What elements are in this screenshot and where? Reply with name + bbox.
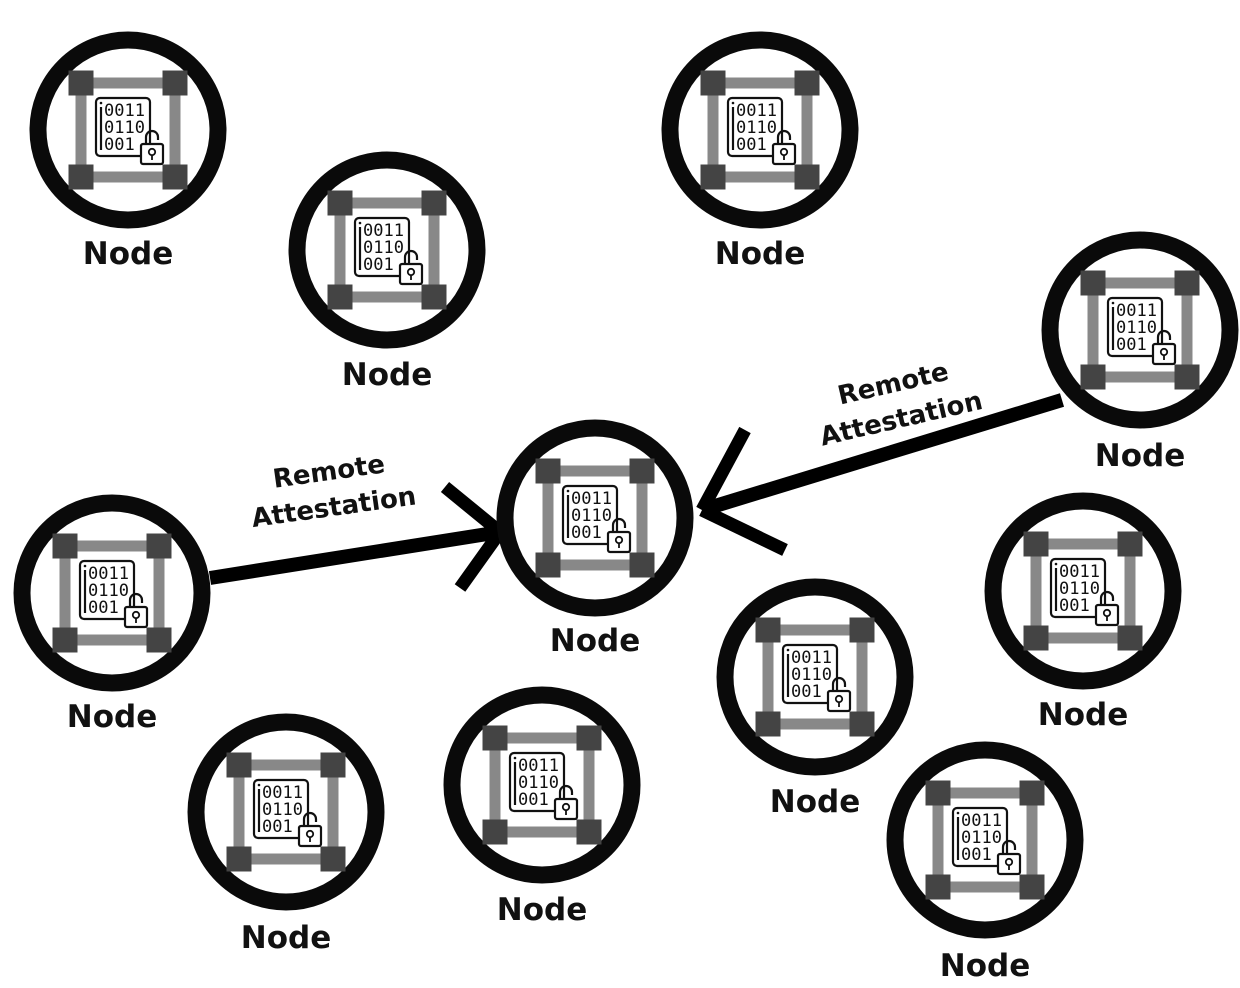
node-label: Node (1038, 697, 1128, 733)
bits-text: 0110 (961, 828, 1002, 848)
bits-text: 0011 (262, 783, 303, 803)
node-frame-icon (52, 533, 172, 653)
bits-text: 001 (262, 817, 293, 837)
arrowhead-arm (696, 426, 751, 514)
node-frame-icon (925, 780, 1045, 900)
bits-text: 001 (104, 135, 135, 155)
bits-text: 0110 (1059, 579, 1100, 599)
unlocked-padlock-icon (398, 249, 424, 286)
node-label: Node (940, 948, 1030, 984)
unlocked-padlock-icon (553, 784, 579, 821)
bits-text: 0110 (736, 118, 777, 138)
unlocked-padlock-icon (139, 129, 165, 166)
bits-text: 0011 (961, 811, 1002, 831)
bits-text: 0110 (104, 118, 145, 138)
node-label: Node (550, 623, 640, 659)
unlocked-padlock-icon (297, 811, 323, 848)
unlocked-padlock-icon (1151, 329, 1177, 366)
node-label: Node (715, 236, 805, 272)
node-frame-icon (700, 70, 820, 190)
arrow-shaft (208, 525, 502, 585)
bits-text: 0011 (736, 101, 777, 121)
bits-text: 001 (1116, 335, 1147, 355)
unlocked-padlock-icon (123, 592, 149, 629)
node-frame-icon (327, 190, 447, 310)
bits-text: 0110 (363, 238, 404, 258)
node-frame-icon (68, 70, 188, 190)
node-label: Node (67, 699, 157, 735)
node-frame-icon (535, 458, 655, 578)
bits-text: 0110 (518, 773, 559, 793)
bits-text: 0011 (363, 221, 404, 241)
node-label: Node (770, 784, 860, 820)
unlocked-padlock-icon (1094, 590, 1120, 627)
node-frame-icon (482, 725, 602, 845)
bits-text: 0110 (88, 581, 129, 601)
nodes-layer: 00110110001Node00110110001Node0011011000… (13, 31, 1239, 984)
bits-text: 001 (363, 255, 394, 275)
bits-text: 0011 (1059, 562, 1100, 582)
bits-text: 0011 (88, 564, 129, 584)
arrowhead-arm (454, 528, 506, 592)
bits-text: 001 (571, 523, 602, 543)
edge-label: RemoteAttestation (245, 446, 418, 534)
attestation-edge-n4-n5: RemoteAttestation (696, 357, 1065, 556)
bits-text: 0011 (571, 489, 612, 509)
bits-text: 001 (1059, 596, 1090, 616)
unlocked-padlock-icon (996, 839, 1022, 876)
node-label: Node (497, 892, 587, 928)
bits-text: 0011 (104, 101, 145, 121)
node-frame-icon (1023, 531, 1143, 651)
bits-text: 001 (736, 135, 767, 155)
attestation-edge-n6-n5: RemoteAttestation (208, 446, 506, 592)
arrowhead-arm (440, 481, 505, 538)
bits-text: 0011 (1116, 301, 1157, 321)
bits-text: 0110 (571, 506, 612, 526)
node-label: Node (342, 357, 432, 393)
bits-text: 0110 (1116, 318, 1157, 338)
node-frame-icon (1080, 270, 1200, 390)
unlocked-padlock-icon (606, 517, 632, 554)
arrow-shaft (699, 393, 1065, 517)
bits-text: 001 (961, 845, 992, 865)
node-label: Node (83, 236, 173, 272)
unlocked-padlock-icon (826, 676, 852, 713)
bits-text: 0011 (518, 756, 559, 776)
bits-text: 001 (791, 682, 822, 702)
bits-text: 0110 (262, 800, 303, 820)
node-frame-icon (755, 617, 875, 737)
arrowhead-arm (699, 504, 788, 556)
bits-text: 001 (88, 598, 119, 618)
node-label: Node (241, 920, 331, 956)
bits-text: 001 (518, 790, 549, 810)
node-label: Node (1095, 438, 1185, 474)
unlocked-padlock-icon (771, 129, 797, 166)
bits-text: 0110 (791, 665, 832, 685)
node-frame-icon (226, 752, 346, 872)
bits-text: 0011 (791, 648, 832, 668)
